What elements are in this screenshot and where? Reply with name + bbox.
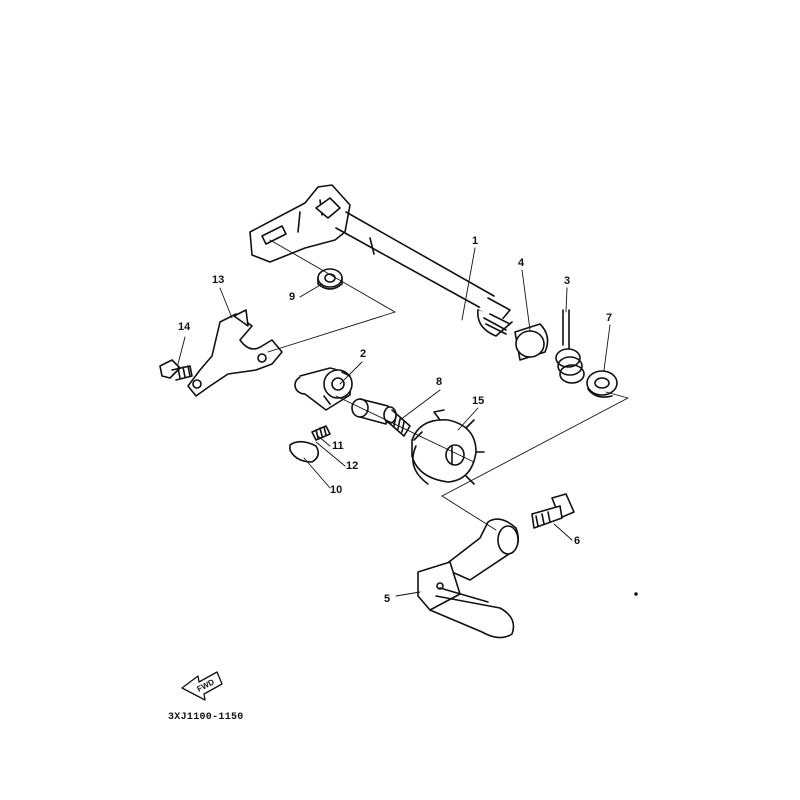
plate-part — [289, 440, 320, 463]
callout-13: 13 — [212, 274, 225, 286]
star-cam-part — [411, 409, 485, 485]
callout-14: 14 — [178, 321, 191, 333]
washer-part — [317, 268, 343, 290]
small-spring-part — [311, 425, 331, 441]
callout-4: 4 — [518, 257, 525, 269]
callout-12: 12 — [346, 460, 359, 472]
assembly-guide-lines — [267, 239, 629, 531]
oil-seal-part — [586, 370, 618, 398]
diagram-code: 3XJ1100-1150 — [168, 712, 244, 723]
callout-10: 10 — [330, 484, 343, 496]
callout-5: 5 — [384, 593, 391, 605]
callout-3: 3 — [564, 275, 571, 287]
segment-part — [294, 367, 353, 411]
shift-pedal-part — [417, 518, 520, 639]
callout-8: 8 — [436, 376, 443, 388]
callout-9: 9 — [289, 291, 296, 303]
fwd-arrow-icon: FWD — [181, 671, 223, 701]
stopper-lever-part — [187, 309, 283, 397]
callout-2: 2 — [360, 348, 367, 360]
collar-part — [514, 323, 549, 361]
bolt-part — [531, 493, 575, 529]
leader-lines — [177, 247, 611, 597]
pin-bolt-part — [351, 398, 411, 437]
spring-part — [555, 309, 585, 384]
callout-1: 1 — [472, 235, 479, 247]
callout-6: 6 — [574, 535, 581, 547]
callout-7: 7 — [606, 312, 613, 324]
bolt-small-part — [159, 359, 193, 381]
callout-15: 15 — [472, 395, 485, 407]
callout-11: 11 — [332, 440, 344, 452]
